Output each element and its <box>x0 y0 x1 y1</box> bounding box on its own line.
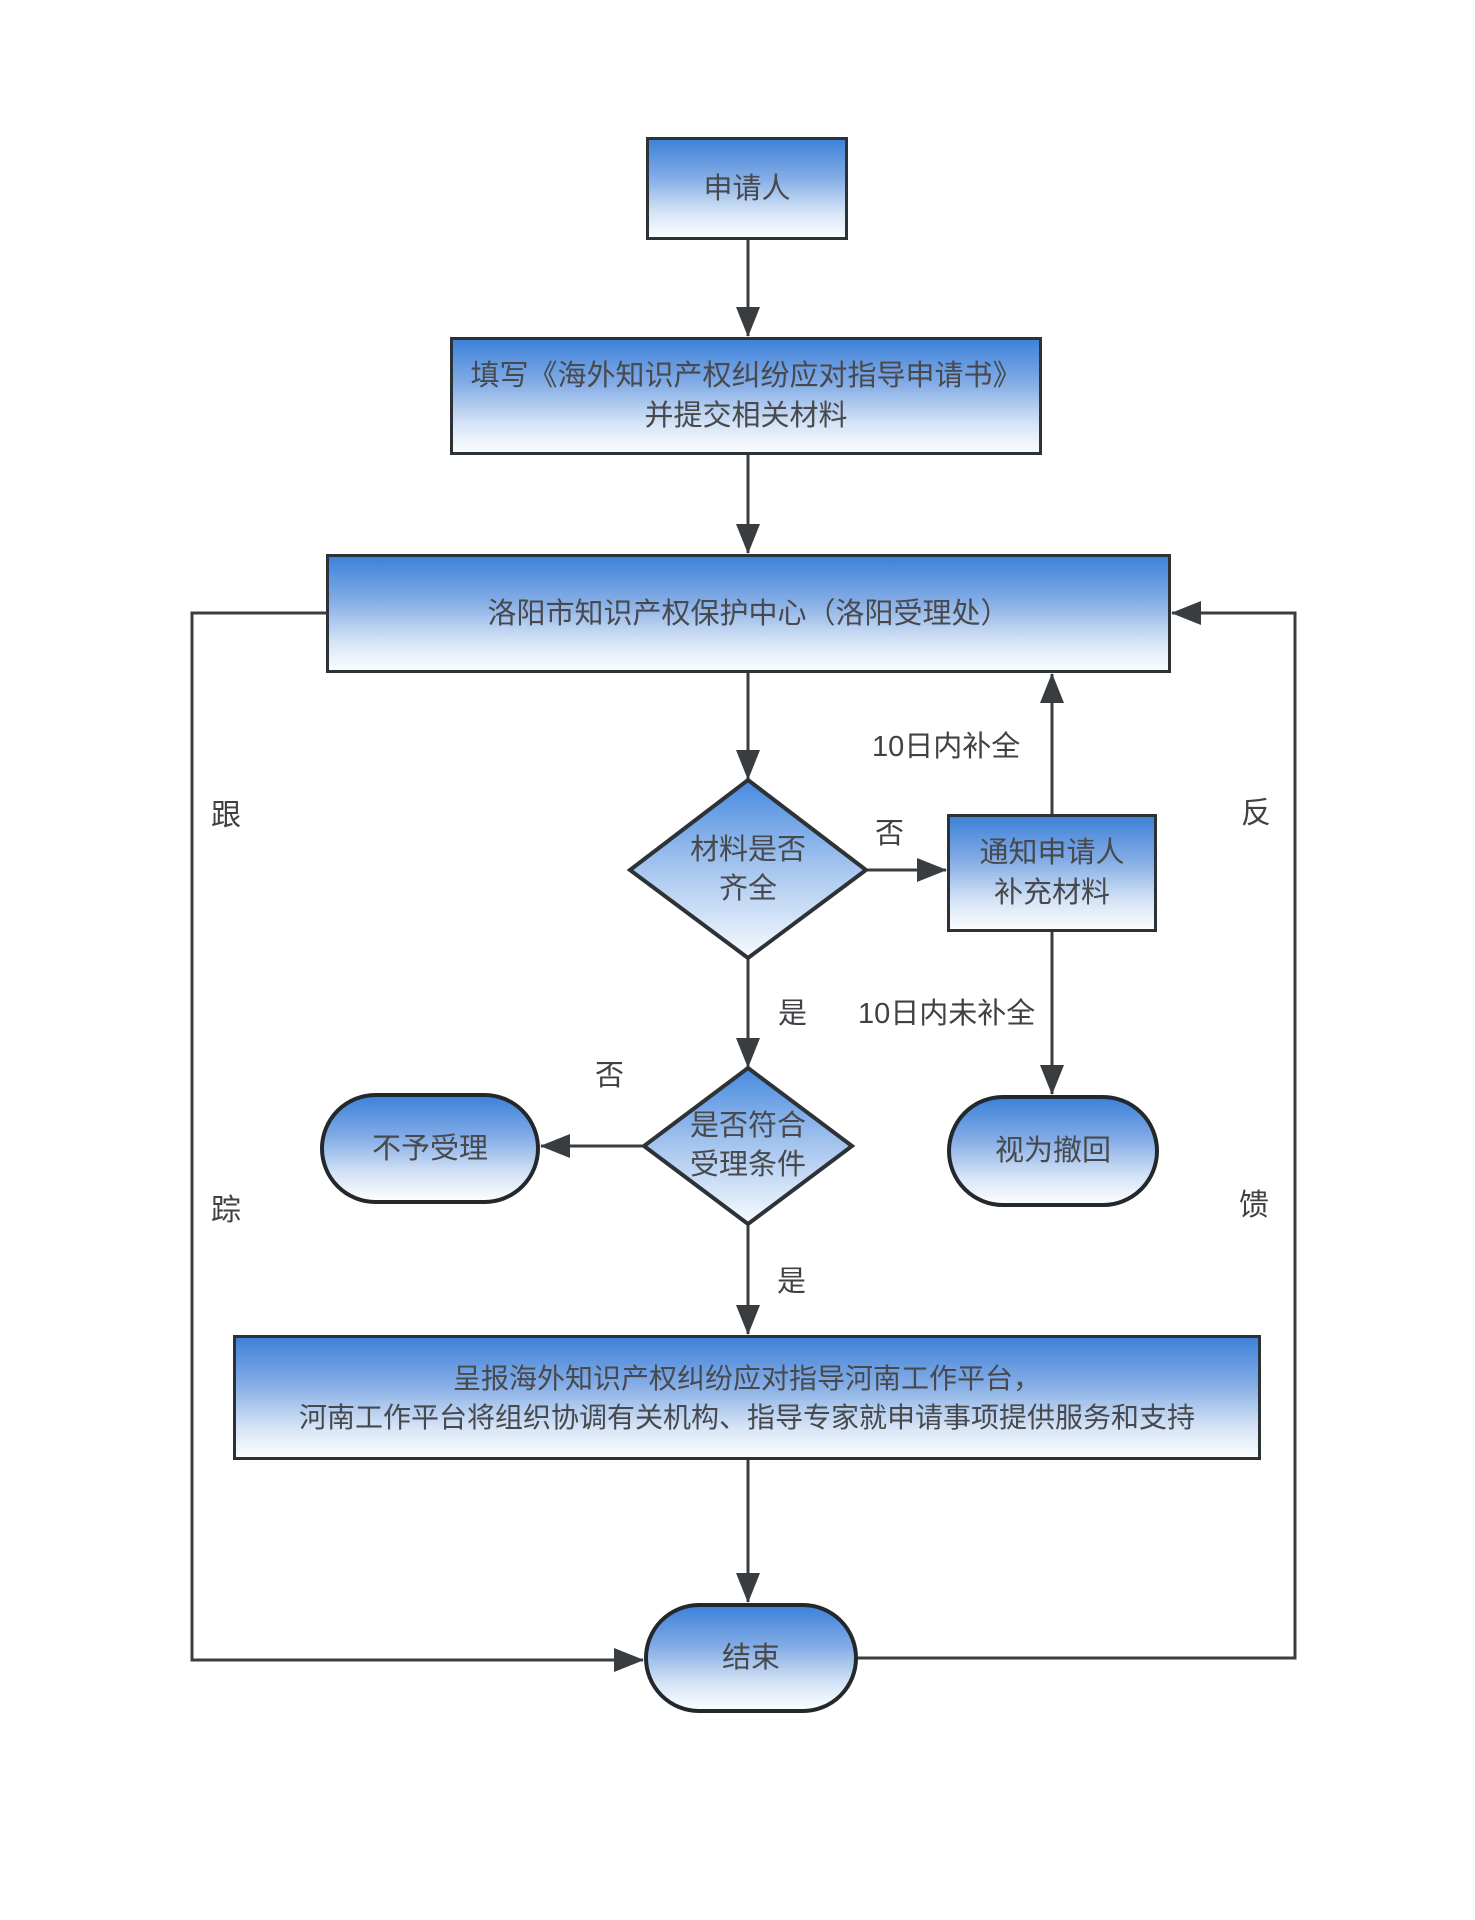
label-feedback-char-2: 馈 <box>1239 1189 1269 1222</box>
edge-feedback-loop <box>858 601 1297 1660</box>
label-not-supplement-within-10: 10日内未补全 <box>858 998 1036 1030</box>
diamond-materials-complete <box>626 777 870 961</box>
label-feedback-char-1: 反 <box>1241 797 1271 830</box>
node-fill-form-line1: 填写《海外知识产权纠纷应对指导申请书》 <box>470 360 1022 392</box>
node-fill-form-line2: 并提交相关材料 <box>644 400 848 432</box>
label-materials-no: 否 <box>875 818 905 850</box>
diamond-materials-line1: 材料是否 <box>689 834 806 866</box>
node-applicant: 申请人 <box>646 137 848 240</box>
node-protection-center-label: 洛阳市知识产权保护中心（洛阳受理处） <box>487 597 1010 630</box>
node-withdrawn-label: 视为撤回 <box>994 1135 1111 1167</box>
node-protection-center: 洛阳市知识产权保护中心（洛阳受理处） <box>326 554 1171 673</box>
node-notify-applicant-line1: 通知申请人 <box>979 837 1125 869</box>
diamond-materials-text: 材料是否 齐全 <box>648 818 848 922</box>
diamond-materials-line2: 齐全 <box>718 873 777 905</box>
node-report-platform-line1: 呈报海外知识产权纠纷应对指导河南工作平台， <box>452 1362 1041 1394</box>
node-report-platform-line2: 河南工作平台将组织协调有关机构、指导专家就申请事项提供服务和支持 <box>298 1401 1195 1433</box>
label-conditions-yes: 是 <box>777 1266 807 1298</box>
diamond-meets-conditions <box>640 1065 856 1227</box>
node-notify-applicant: 通知申请人 补充材料 <box>947 814 1157 932</box>
label-conditions-no: 否 <box>595 1060 625 1092</box>
edge-track-loop <box>190 611 644 1672</box>
diamond-conditions-text: 是否符合 受理条件 <box>648 1098 848 1194</box>
node-notify-applicant-line2: 补充材料 <box>993 877 1110 909</box>
node-report-platform: 呈报海外知识产权纠纷应对指导河南工作平台， 河南工作平台将组织协调有关机构、指导… <box>233 1335 1261 1460</box>
label-track-char-1: 跟 <box>211 799 241 832</box>
label-materials-yes: 是 <box>778 998 808 1030</box>
node-withdrawn: 视为撤回 <box>947 1095 1159 1207</box>
label-supplement-within-10: 10日内补全 <box>872 731 1021 763</box>
node-end-label: 结束 <box>721 1642 780 1674</box>
node-not-accepted: 不予受理 <box>320 1093 540 1204</box>
node-end: 结束 <box>644 1603 858 1713</box>
diamond-conditions-line1: 是否符合 <box>689 1110 806 1142</box>
node-not-accepted-label: 不予受理 <box>371 1132 488 1165</box>
diamond-conditions-line2: 受理条件 <box>689 1149 806 1181</box>
node-fill-form: 填写《海外知识产权纠纷应对指导申请书》 并提交相关材料 <box>450 337 1042 455</box>
node-applicant-label: 申请人 <box>703 172 791 205</box>
label-track-char-2: 踪 <box>211 1194 241 1227</box>
